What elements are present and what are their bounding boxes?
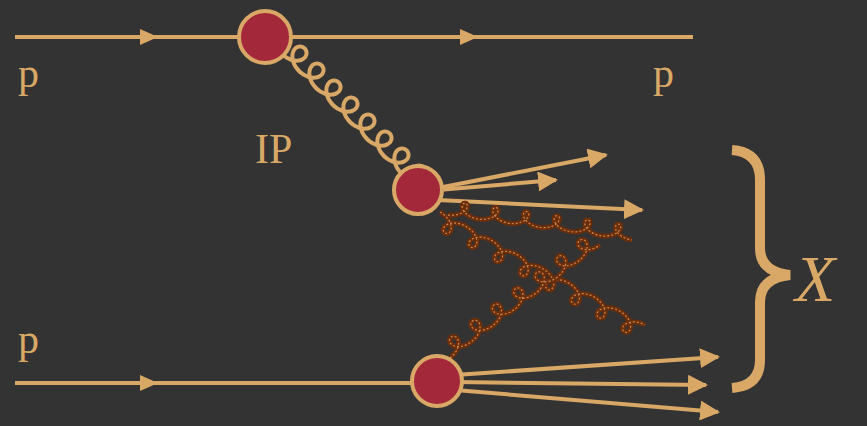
vertex-blob — [239, 11, 291, 63]
gluon-line — [448, 203, 632, 240]
particle-line — [455, 382, 706, 385]
vertex-blob — [394, 166, 442, 214]
brace — [732, 150, 790, 388]
arrowhead — [460, 29, 478, 45]
arrowhead — [140, 375, 158, 391]
particle-label: IP — [255, 128, 292, 170]
gluon-line — [449, 240, 600, 358]
gluon-line — [449, 240, 600, 358]
particle-line — [455, 390, 718, 412]
particle-line — [438, 180, 556, 190]
particle-label: p — [18, 318, 39, 360]
particle-line — [455, 357, 718, 375]
proton-line — [15, 35, 693, 39]
vertex-blob — [412, 356, 462, 406]
particle-label: p — [18, 52, 39, 94]
proton-line — [15, 381, 420, 385]
arrowhead — [140, 29, 158, 45]
particle-label: p — [653, 52, 674, 94]
gluon-line — [448, 203, 632, 240]
final-state-label: X — [795, 246, 835, 312]
